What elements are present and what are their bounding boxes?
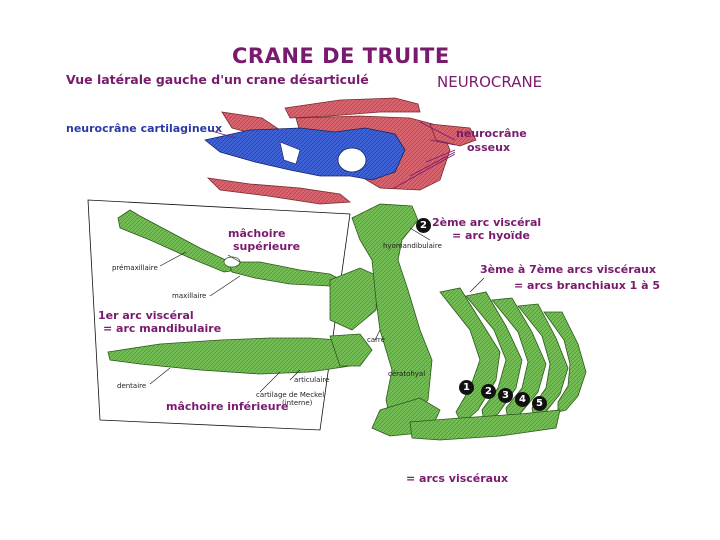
- label-arc1-line2: = arc mandibulaire: [103, 322, 221, 335]
- label-machoire-inferieure: mâchoire inférieure: [166, 400, 289, 413]
- label-hyomandibulaire: hyomandibulaire: [383, 242, 442, 250]
- label-machoire-superieure-1: mâchoire: [228, 227, 285, 240]
- label-carre: carré: [367, 336, 385, 344]
- label-ceratohyal: cératohyal: [388, 370, 425, 378]
- label-machoire-superieure-2: supérieure: [233, 240, 300, 253]
- label-neurocrane-osseux-1: neurocrâne: [456, 127, 527, 140]
- marker-branchial-3: 3: [498, 388, 513, 403]
- label-maxillaire: maxillaire: [172, 292, 206, 300]
- arc-hyoide-shape: [352, 204, 440, 436]
- label-cartilage-meckel: cartilage de Meckel: [256, 391, 324, 399]
- label-arc1-line1: 1er arc viscéral: [98, 309, 194, 322]
- label-arc3-line2: = arcs branchiaux 1 à 5: [514, 279, 660, 292]
- machoire-inferieure-shape: [108, 334, 372, 374]
- marker-arc2: 2: [416, 218, 431, 233]
- marker-branchial-2: 2: [481, 384, 496, 399]
- label-neurocrane-cartilagineux: neurocrâne cartilagineux: [66, 122, 222, 135]
- label-premaxillaire: prémaxillaire: [112, 264, 158, 272]
- neurocrane-cartilagineux-shape: [205, 128, 405, 180]
- label-arc3-line1: 3ème à 7ème arcs viscéraux: [480, 263, 656, 276]
- label-arc2-line1: 2ème arc viscéral: [432, 216, 541, 229]
- label-articulaire: articulaire: [294, 376, 329, 384]
- subtitle: Vue latérale gauche d'un crane désarticu…: [66, 72, 369, 87]
- neurocrane-heading: NEUROCRANE: [437, 73, 542, 91]
- label-arc2-line2: = arc hyoïde: [452, 229, 530, 242]
- label-arcs-visceraux: = arcs viscéraux: [406, 472, 508, 485]
- label-neurocrane-osseux-2: osseux: [467, 141, 510, 154]
- page-title: CRANE DE TRUITE: [232, 44, 450, 68]
- marker-branchial-5: 5: [532, 396, 547, 411]
- label-dentaire: dentaire: [117, 382, 146, 390]
- marker-branchial-1: 1: [459, 380, 474, 395]
- marker-branchial-4: 4: [515, 392, 530, 407]
